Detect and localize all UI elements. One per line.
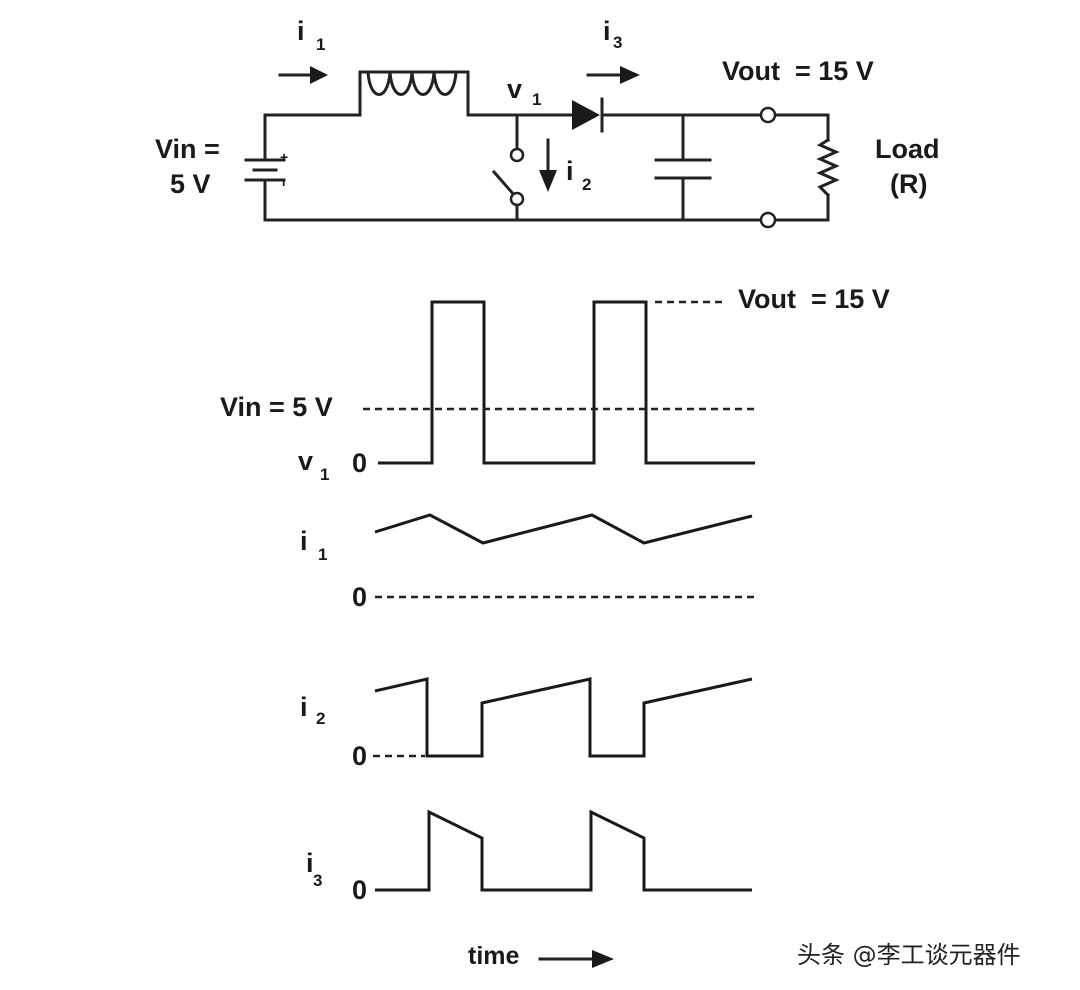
watermark: 头条 @李工谈元器件 xyxy=(797,941,1021,969)
i1-subscript: 1 xyxy=(316,35,325,54)
vin-label-line2: 5 V xyxy=(170,169,211,199)
wire-top-right xyxy=(466,113,830,142)
v1-zero-label: 0 xyxy=(352,448,367,478)
vout-reference-label: Vout = 15 V xyxy=(738,284,890,314)
i3-arrow xyxy=(586,66,640,84)
i3-label: i xyxy=(603,16,611,46)
i1-axis-subscript: 1 xyxy=(318,545,327,564)
v1-subscript: 1 xyxy=(532,90,541,109)
v1-axis-label: v xyxy=(298,446,313,476)
i3-axis-label: i xyxy=(306,848,314,878)
i1-axis-label: i xyxy=(300,526,308,556)
i2-axis-subscript: 2 xyxy=(316,709,325,728)
svg-text:+: + xyxy=(280,149,288,165)
battery: + ı xyxy=(244,149,288,189)
vin-reference-label: Vin = 5 V xyxy=(220,392,333,422)
output-terminal-bottom xyxy=(759,211,777,229)
i2-subscript: 2 xyxy=(582,175,591,194)
svg-text:ı: ı xyxy=(282,175,285,189)
load-label-line2: (R) xyxy=(890,169,927,199)
i2-zero-label: 0 xyxy=(352,741,367,771)
output-terminal-top xyxy=(759,106,777,124)
i3-subscript: 3 xyxy=(613,33,622,52)
i3-waveform xyxy=(375,809,752,892)
i2-arrow xyxy=(539,138,557,192)
load-resistor xyxy=(816,137,840,198)
load-label-line1: Load xyxy=(875,134,940,164)
v1-waveform xyxy=(378,300,755,465)
diode xyxy=(572,97,604,133)
i2-waveform xyxy=(374,677,753,758)
waveforms: Vout = 15 V Vin = 5 V v 1 0 i 1 0 i 2 0 … xyxy=(220,284,890,970)
time-label: time xyxy=(468,942,520,970)
i2-axis-label: i xyxy=(300,692,308,722)
i3-axis-subscript: 3 xyxy=(313,871,322,890)
inductor xyxy=(358,70,470,117)
wire-bottom xyxy=(263,193,830,222)
v1-label: v xyxy=(507,74,522,104)
i3-zero-label: 0 xyxy=(352,875,367,905)
circuit: + ı xyxy=(155,16,940,229)
i1-arrow xyxy=(278,66,328,84)
i2-label: i xyxy=(566,156,574,186)
capacitor xyxy=(654,113,712,222)
vout-label: Vout = 15 V xyxy=(722,56,874,86)
switch xyxy=(491,113,525,222)
i1-waveform xyxy=(374,513,753,545)
i1-zero-label: 0 xyxy=(352,582,367,612)
v1-axis-subscript: 1 xyxy=(320,465,329,484)
vin-label-line1: Vin = xyxy=(155,134,220,164)
time-arrow xyxy=(538,950,614,968)
i1-label: i xyxy=(297,16,305,46)
